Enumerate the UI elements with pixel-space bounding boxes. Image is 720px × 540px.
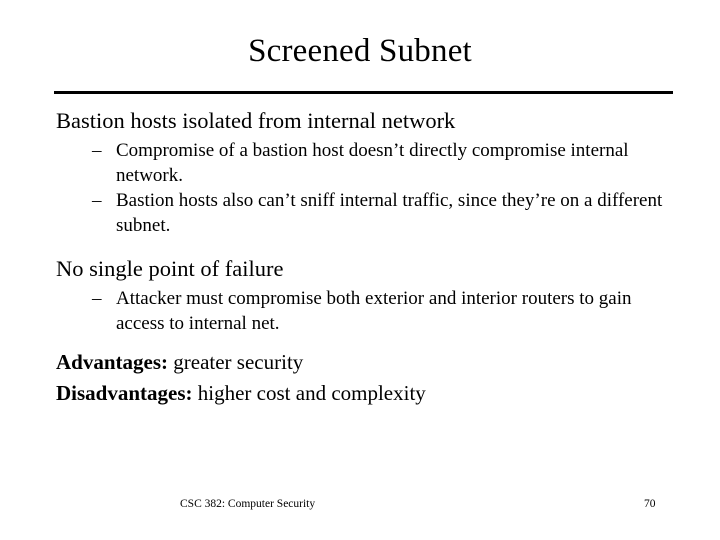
bullet-level2-text: Bastion hosts also can’t sniff internal … xyxy=(116,190,663,236)
bullet-level2: – Attacker must compromise both exterior… xyxy=(54,286,674,336)
dash-icon: – xyxy=(92,140,102,161)
slide-footer: CSC 382: Computer Security 70 xyxy=(0,496,720,516)
footer-page-number: 70 xyxy=(644,498,656,510)
bullet-block: No single point of failure – Attacker mu… xyxy=(54,254,674,336)
block-spacer xyxy=(54,238,674,254)
bullet-level2-text: Attacker must compromise both exterior a… xyxy=(116,288,632,334)
footer-course-label: CSC 382: Computer Security xyxy=(180,498,316,510)
bullet-level1: No single point of failure xyxy=(56,256,284,281)
statement-text: greater security xyxy=(168,350,304,374)
block-spacer xyxy=(54,336,674,347)
statement-label: Disadvantages: xyxy=(56,381,193,405)
bullet-level2: – Compromise of a bastion host doesn’t d… xyxy=(54,138,674,188)
bullet-block: Bastion hosts isolated from internal net… xyxy=(54,106,674,238)
bullet-level2-text: Compromise of a bastion host doesn’t dir… xyxy=(116,140,629,186)
slide-body: Bastion hosts isolated from internal net… xyxy=(54,106,674,409)
bullet-level2: – Bastion hosts also can’t sniff interna… xyxy=(54,188,674,238)
statement-disadvantages: Disadvantages: higher cost and complexit… xyxy=(54,378,674,409)
sub-bullet-list: – Attacker must compromise both exterior… xyxy=(54,286,674,336)
title-divider xyxy=(54,91,673,94)
dash-icon: – xyxy=(92,190,102,211)
sub-bullet-list: – Compromise of a bastion host doesn’t d… xyxy=(54,138,674,238)
slide-title: Screened Subnet xyxy=(248,33,472,69)
dash-icon: – xyxy=(92,288,102,309)
statement-text: higher cost and complexity xyxy=(192,381,426,405)
statement-advantages: Advantages: greater security xyxy=(54,347,674,378)
bullet-level1: Bastion hosts isolated from internal net… xyxy=(56,108,456,133)
statement-label: Advantages: xyxy=(56,350,169,374)
